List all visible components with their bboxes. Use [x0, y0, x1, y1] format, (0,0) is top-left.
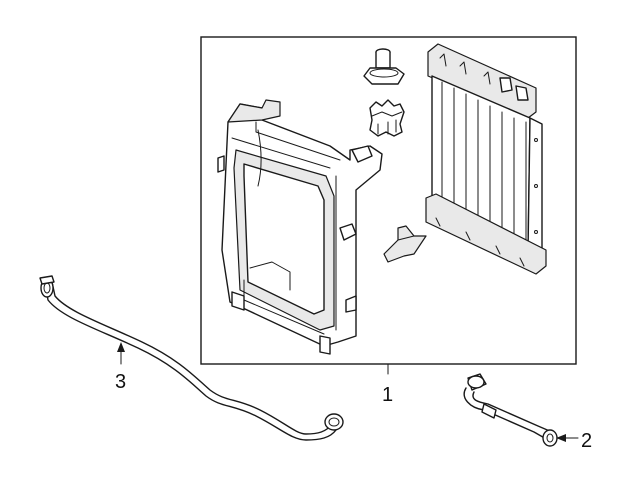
radiator[interactable]	[425, 43, 547, 275]
coolant-hose-right[interactable]	[463, 373, 558, 447]
bracket[interactable]	[383, 225, 427, 263]
coolant-pipe-left[interactable]	[39, 275, 344, 441]
callout-3-label: 3	[115, 371, 126, 393]
arrowhead-icon	[556, 434, 566, 442]
arrowhead-icon	[117, 342, 125, 352]
radiator-fins	[441, 81, 527, 251]
radiator-cap[interactable]	[363, 48, 405, 85]
fan-shroud[interactable]	[217, 99, 383, 355]
callout-2-label: 2	[581, 430, 592, 452]
callout-1-label: 1	[382, 384, 393, 406]
mount-bushing[interactable]	[369, 99, 405, 137]
